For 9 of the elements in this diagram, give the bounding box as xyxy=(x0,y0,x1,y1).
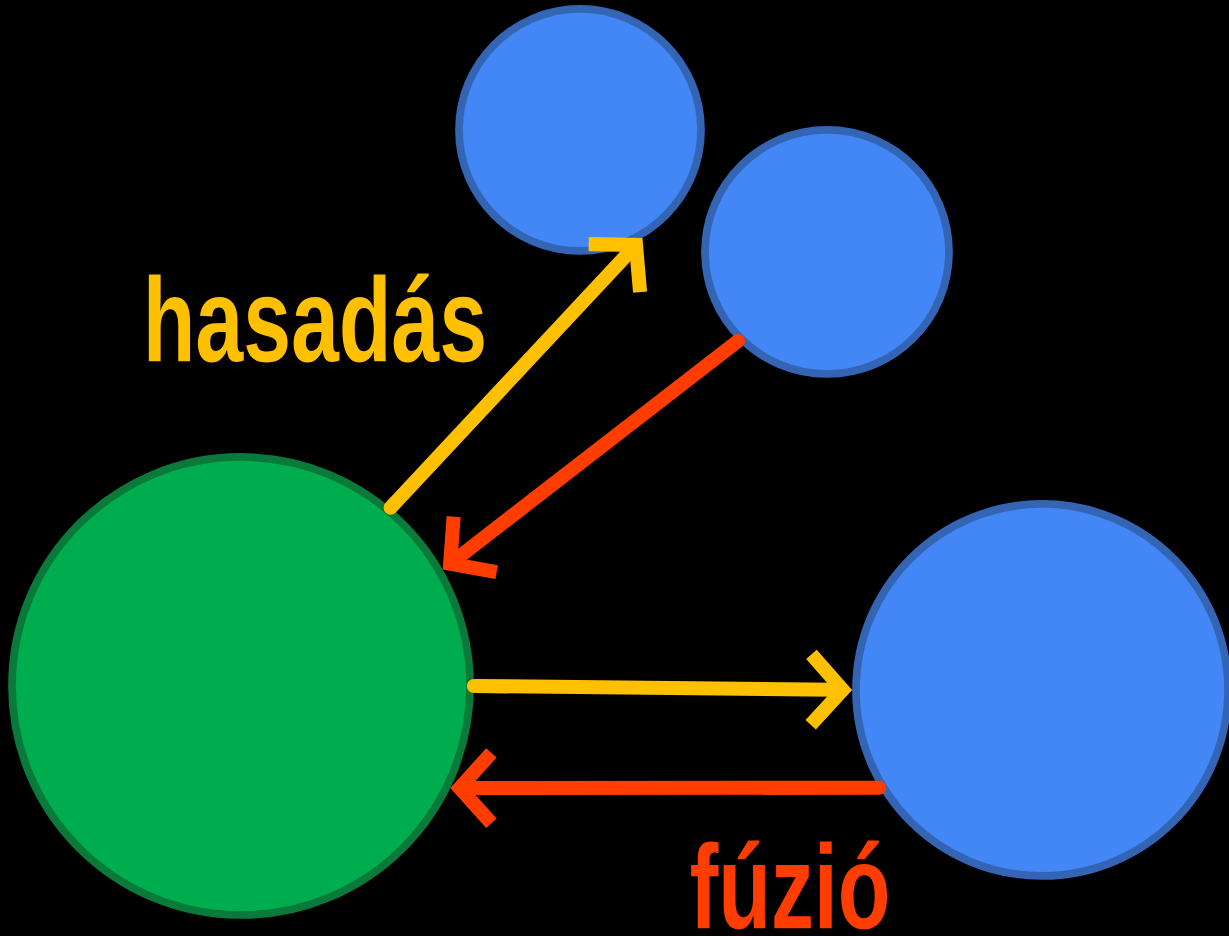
arrow xyxy=(450,748,887,828)
arrow xyxy=(442,333,746,580)
arrow xyxy=(383,237,648,515)
arrow xyxy=(466,649,853,730)
circle xyxy=(8,453,474,919)
text-label: hasadás xyxy=(148,273,484,363)
circle xyxy=(455,5,705,255)
text-label: fúzió xyxy=(691,840,888,930)
circle xyxy=(701,126,953,378)
